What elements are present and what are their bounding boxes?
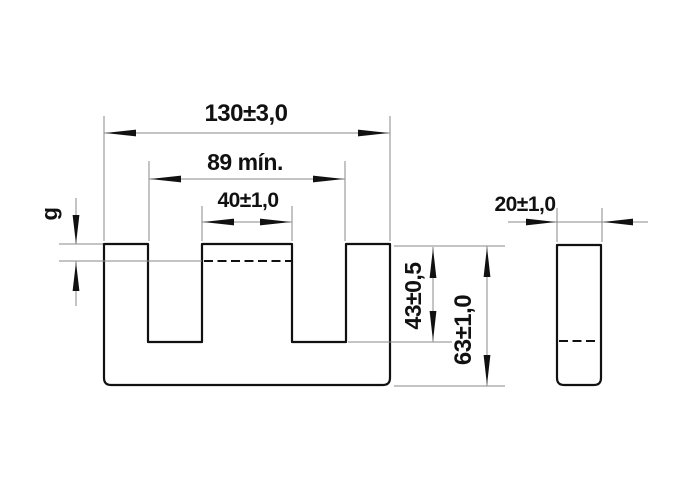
dim-label-overall-width: 130±3,0 — [204, 100, 287, 127]
arrowhead-20-right-icon — [603, 218, 633, 226]
dim-label-air-gap: g — [37, 208, 62, 221]
front-view-outline — [102, 242, 392, 387]
arrowhead-20-left-icon — [526, 218, 556, 226]
arrowhead-40-left-icon — [203, 218, 234, 226]
arrowhead-63-bottom-icon — [483, 355, 491, 385]
arrowhead-63-top-icon — [483, 247, 491, 277]
arrowhead-43-top-icon — [429, 248, 437, 278]
arrowhead-89-left-icon — [150, 175, 181, 183]
arrowhead-gap-top-icon — [72, 215, 80, 244]
dim-label-thickness: 20±1,0 — [494, 193, 555, 216]
dim-label-overall-height: 63±1,0 — [450, 295, 477, 365]
arrowhead-40-right-icon — [260, 218, 291, 226]
arrowhead-43-bottom-icon — [429, 311, 437, 341]
arrowhead-gap-bottom-icon — [72, 262, 80, 291]
dim-label-window-width: 89 mín. — [207, 149, 283, 175]
arrowhead-130-left-icon — [105, 129, 136, 137]
side-view-outline — [555, 243, 603, 387]
dim-label-leg-depth: 43±0,5 — [400, 262, 426, 330]
arrowhead-130-right-icon — [358, 129, 389, 137]
dim-label-center-leg-width: 40±1,0 — [217, 189, 278, 212]
arrowhead-89-right-icon — [313, 175, 344, 183]
